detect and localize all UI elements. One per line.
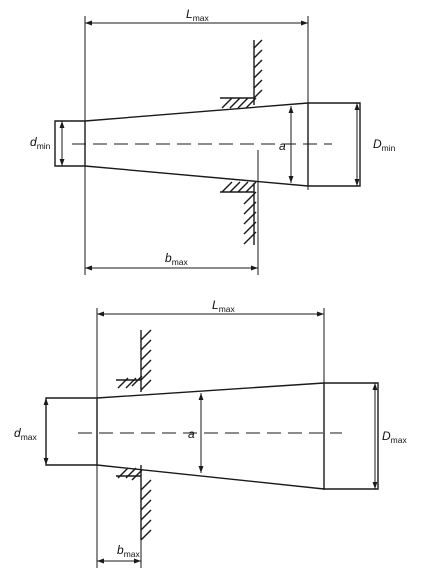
bottom-b-label: bmax [117,543,140,559]
bottom-wall-lower-hatching [117,467,152,541]
bottom-taper-outline [45,382,379,490]
bottom-wall-upper-hatching [117,329,152,391]
top-D-label: Dmin [373,137,396,153]
bottom-d-label: dmax [14,426,37,442]
top-L-label: Lmax [186,7,209,23]
bottom-L-label: Lmax [212,298,235,314]
bottom-a-label: a [188,427,195,441]
bottom-D-label: Dmax [382,429,407,445]
top-d-label: dmin [30,135,51,151]
bottom-diagram: Lmax bmax [14,298,407,568]
top-wall-upper-hatching [221,39,263,109]
top-a-label: a [279,139,286,153]
top-diagram: Lmax bmax [30,7,396,275]
top-wall-lower-hatching [221,181,257,245]
top-taper-outline [54,102,361,187]
top-b-label: bmax [165,251,188,267]
